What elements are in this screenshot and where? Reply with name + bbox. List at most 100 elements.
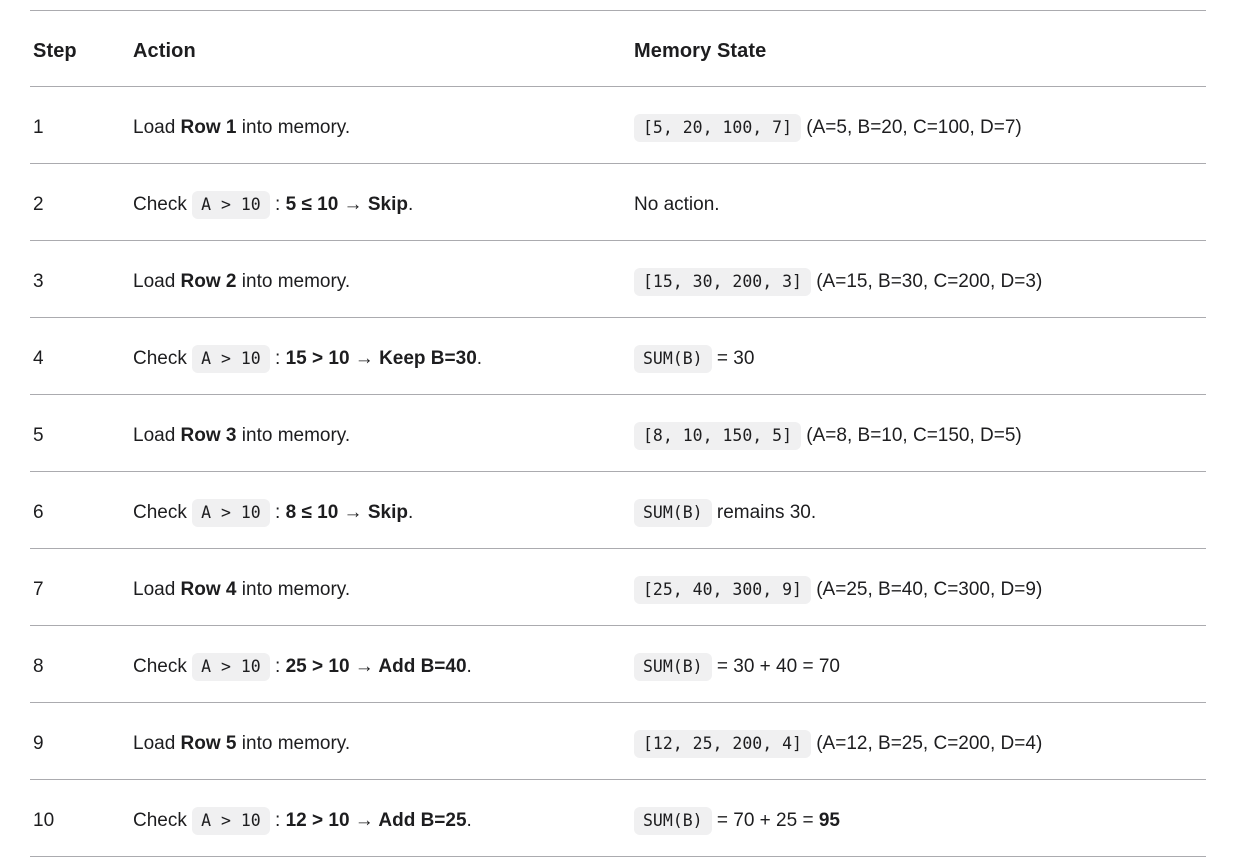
memory-cell: [12, 25, 200, 4] (A=12, B=25, C=200, D=4… xyxy=(634,702,1206,780)
text-segment: Check xyxy=(133,502,193,523)
memory-cell: [5, 20, 100, 7] (A=5, B=20, C=100, D=7) xyxy=(634,86,1206,164)
text-segment: : xyxy=(269,502,286,523)
code-chip: [15, 30, 200, 3] xyxy=(634,268,811,296)
code-chip: A > 10 xyxy=(192,499,270,527)
text-segment: . xyxy=(466,810,472,831)
text-segment: (A=12, B=25, C=200, D=4) xyxy=(810,733,1043,754)
bold-text: 8 ≤ 10 → Skip xyxy=(285,502,408,523)
step-cell: 3 xyxy=(30,240,133,318)
text-segment: = 30 xyxy=(711,348,755,369)
text-segment: into memory. xyxy=(236,733,351,754)
bold-text: Row 3 xyxy=(180,425,237,446)
bold-text: Row 1 xyxy=(180,117,237,138)
text-segment: : xyxy=(269,810,286,831)
bold-text: 15 > 10 → Keep B=30 xyxy=(285,348,477,369)
memory-cell: [25, 40, 300, 9] (A=25, B=40, C=300, D=9… xyxy=(634,548,1206,626)
code-chip: A > 10 xyxy=(192,653,270,681)
text-segment: into memory. xyxy=(236,579,351,600)
header-row: Step Action Memory State xyxy=(30,10,1206,87)
step-cell: 1 xyxy=(30,86,133,164)
action-cell: Check A > 10 : 5 ≤ 10 → Skip. xyxy=(133,163,634,241)
text-segment: : xyxy=(269,348,286,369)
action-cell: Load Row 5 into memory. xyxy=(133,702,634,780)
text-segment: Check xyxy=(133,656,193,677)
action-cell: Check A > 10 : 12 > 10 → Add B=25. xyxy=(133,779,634,857)
step-cell: 10 xyxy=(30,779,133,857)
text-segment: (A=25, B=40, C=300, D=9) xyxy=(810,579,1043,600)
memory-cell: [15, 30, 200, 3] (A=15, B=30, C=200, D=3… xyxy=(634,240,1206,318)
text-segment: = 70 + 25 = xyxy=(711,810,819,831)
step-cell: 5 xyxy=(30,394,133,472)
text-segment: Load xyxy=(133,117,181,138)
text-segment: . xyxy=(407,194,414,215)
code-chip: [8, 10, 150, 5] xyxy=(634,422,802,450)
text-segment: Load xyxy=(133,425,181,446)
text-segment: Check xyxy=(133,194,193,215)
step-cell: 7 xyxy=(30,548,133,626)
step-cell: 4 xyxy=(30,317,133,395)
code-chip: SUM(B) xyxy=(634,653,712,681)
step-cell: 2 xyxy=(30,163,133,241)
step-cell: 8 xyxy=(30,625,133,703)
text-segment: Check xyxy=(133,810,193,831)
code-chip: [12, 25, 200, 4] xyxy=(634,730,811,758)
text-segment: remains 30. xyxy=(711,502,817,523)
text-segment: into memory. xyxy=(236,117,351,138)
text-segment: . xyxy=(476,348,483,369)
memory-cell: SUM(B) = 30 + 40 = 70 xyxy=(634,625,1206,703)
text-segment: into memory. xyxy=(236,271,351,292)
text-segment: = 30 + 40 = 70 xyxy=(711,656,840,677)
column-header-memory-state: Memory State xyxy=(634,10,1206,87)
text-segment: : xyxy=(269,194,286,215)
bold-text: 95 xyxy=(818,810,840,831)
action-cell: Check A > 10 : 15 > 10 → Keep B=30. xyxy=(133,317,634,395)
action-cell: Load Row 2 into memory. xyxy=(133,240,634,318)
step-cell: 6 xyxy=(30,471,133,549)
text-segment: : xyxy=(269,656,286,677)
code-chip: A > 10 xyxy=(192,345,270,373)
text-segment: (A=8, B=10, C=150, D=5) xyxy=(801,425,1022,446)
column-header-action: Action xyxy=(133,10,634,87)
bold-text: Row 2 xyxy=(180,271,237,292)
bold-text: Row 4 xyxy=(180,579,237,600)
code-chip: A > 10 xyxy=(192,807,270,835)
action-cell: Check A > 10 : 25 > 10 → Add B=40. xyxy=(133,625,634,703)
code-chip: [5, 20, 100, 7] xyxy=(634,114,802,142)
action-cell: Load Row 4 into memory. xyxy=(133,548,634,626)
text-segment: . xyxy=(407,502,414,523)
memory-cell: SUM(B) = 70 + 25 = 95 xyxy=(634,779,1206,857)
text-segment: No action. xyxy=(634,194,720,215)
code-chip: [25, 40, 300, 9] xyxy=(634,576,811,604)
bold-text: Row 5 xyxy=(180,733,237,754)
code-chip: SUM(B) xyxy=(634,345,712,373)
bold-text: 5 ≤ 10 → Skip xyxy=(285,194,408,215)
memory-cell: SUM(B) = 30 xyxy=(634,317,1206,395)
code-chip: SUM(B) xyxy=(634,499,712,527)
text-segment: (A=15, B=30, C=200, D=3) xyxy=(810,271,1043,292)
text-segment: (A=5, B=20, C=100, D=7) xyxy=(801,117,1022,138)
text-segment: Load xyxy=(133,733,181,754)
bold-text: 12 > 10 → Add B=25 xyxy=(285,810,467,831)
action-cell: Load Row 1 into memory. xyxy=(133,86,634,164)
bold-text: 25 > 10 → Add B=40 xyxy=(285,656,467,677)
step-cell: 9 xyxy=(30,702,133,780)
text-segment: into memory. xyxy=(236,425,351,446)
code-chip: A > 10 xyxy=(192,191,270,219)
memory-cell: SUM(B) remains 30. xyxy=(634,471,1206,549)
text-segment: Check xyxy=(133,348,193,369)
memory-cell: No action. xyxy=(634,163,1206,241)
text-segment: . xyxy=(466,656,472,677)
column-header-step: Step xyxy=(30,10,133,87)
